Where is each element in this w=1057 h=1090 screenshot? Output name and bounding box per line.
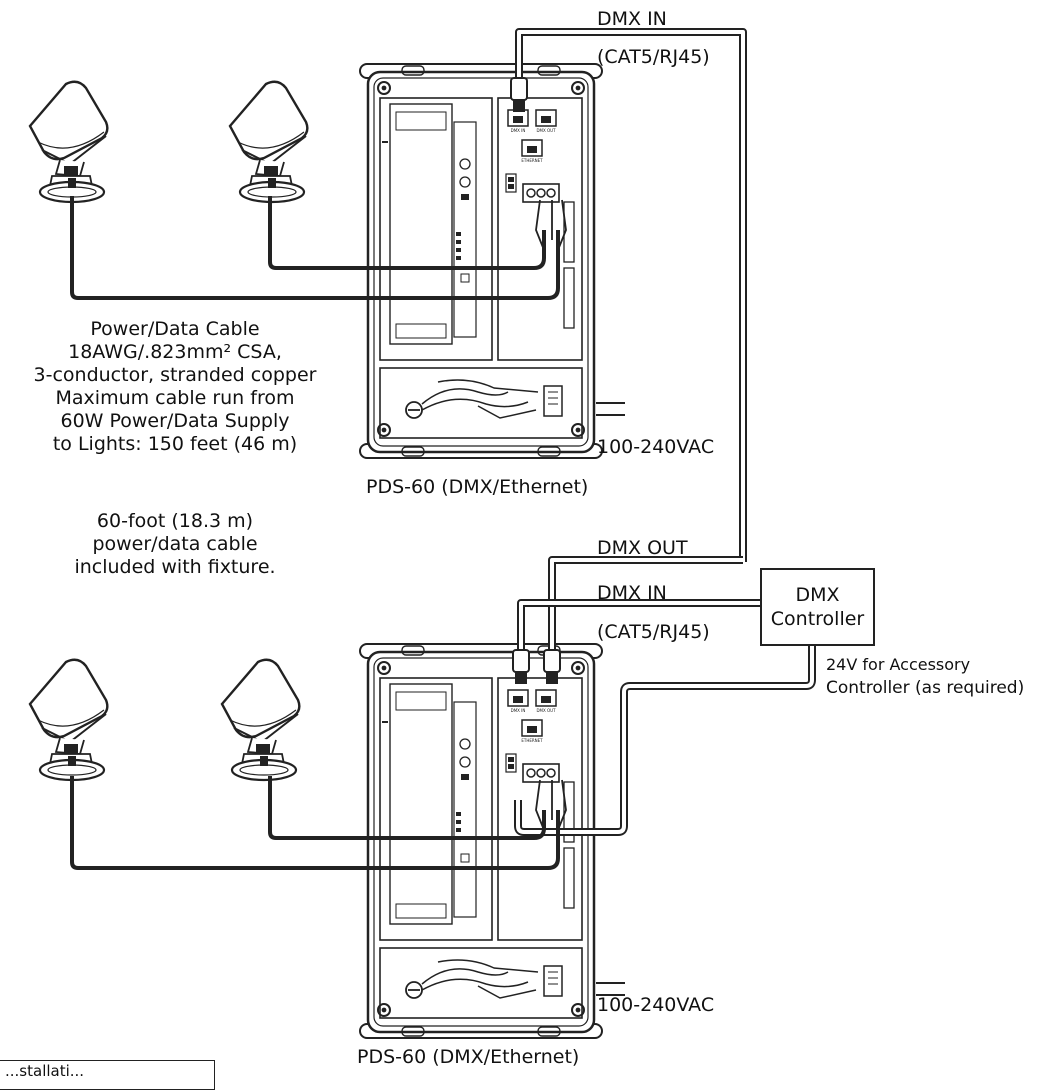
- light-fixture-bottom-left: [28, 658, 109, 782]
- power-note-line: 60W Power/Data Supply: [60, 410, 290, 432]
- accessory-label-1: 24V for Accessory: [826, 655, 971, 674]
- power-note-line: 3-conductor, stranded copper: [33, 364, 317, 386]
- dmx-controller-box: DMX Controller: [760, 568, 875, 646]
- dmx-in-label-bottom: DMX IN: [597, 582, 667, 604]
- cat5-label-bottom: (CAT5/RJ45): [597, 621, 710, 643]
- power-data-cable-bottom-inner: [268, 776, 546, 840]
- power-note-line: Maximum cable run from: [55, 387, 295, 409]
- voltage-label-top: 100-240VAC: [597, 436, 715, 458]
- rj45-plug-bottom-in: [512, 649, 530, 684]
- power-data-cable-top-outer: [70, 196, 560, 300]
- power-data-cable-bottom-outer: [70, 776, 560, 870]
- included-cable-note: 60-foot (18.3 m) power/data cable includ…: [0, 510, 350, 579]
- controller-line-2: Controller: [770, 608, 865, 630]
- light-fixture-top-left: [28, 80, 109, 204]
- cat5-label-top: (CAT5/RJ45): [597, 46, 710, 68]
- rj45-plug-bottom-out: [543, 649, 561, 684]
- installation-note-text: ...stallati...: [5, 1062, 85, 1080]
- power-note-line: 18AWG/.823mm² CSA,: [68, 341, 282, 363]
- cable-note-line: power/data cable: [92, 533, 258, 555]
- installation-note-box: ...stallati...: [0, 1060, 215, 1090]
- pds-unit-top: [358, 62, 604, 460]
- cable-note-line: 60-foot (18.3 m): [96, 510, 254, 532]
- rj45-plug-top: [510, 77, 528, 112]
- power-data-cable-top-inner: [268, 196, 546, 270]
- light-fixture-bottom-right: [220, 658, 301, 782]
- accessory-label-2: Controller (as required): [826, 678, 1025, 698]
- dmx-out-label: DMX OUT: [597, 537, 688, 559]
- ac-power-cord-top: [596, 402, 625, 416]
- pds-unit-bottom: [358, 642, 604, 1040]
- power-note-line: to Lights: 150 feet (46 m): [52, 433, 298, 455]
- power-data-cable-note: Power/Data Cable 18AWG/.823mm² CSA, 3-co…: [0, 318, 350, 456]
- power-note-line: Power/Data Cable: [90, 318, 260, 340]
- ac-power-cord-bottom: [596, 982, 625, 996]
- cable-note-line: included with fixture.: [74, 556, 276, 578]
- controller-line-1: DMX: [795, 584, 840, 606]
- pds-label-bottom: PDS-60 (DMX/Ethernet): [357, 1046, 580, 1068]
- voltage-label-bottom: 100-240VAC: [597, 994, 715, 1016]
- dmx-in-label-top: DMX IN: [597, 8, 667, 30]
- light-fixture-top-right: [228, 80, 309, 204]
- pds-label-top: PDS-60 (DMX/Ethernet): [366, 476, 589, 498]
